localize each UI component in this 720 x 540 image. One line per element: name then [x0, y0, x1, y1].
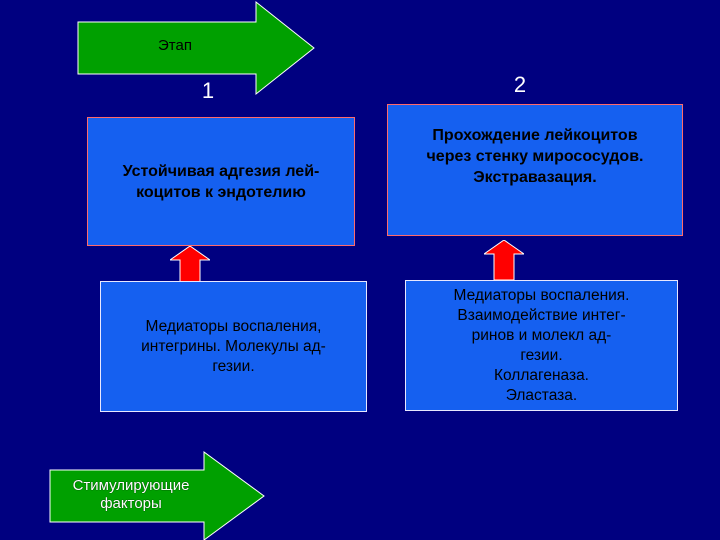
up-arrow-2: [484, 240, 524, 280]
stimulating-factors-arrow: [49, 451, 265, 540]
stage-1-process-box: Устойчивая адгезия лей- коцитов к эндоте…: [87, 117, 355, 246]
stage-2-process-box: Прохождение лейкоцитов через стенку миpо…: [387, 104, 683, 236]
stage-2-mediators-box: Медиаторы воспаления. Взаимодействие инт…: [405, 280, 678, 411]
stage-1-mediators-box: Медиаторы воспаления, интегрины. Молекул…: [100, 281, 367, 412]
stage-number-1: 1: [201, 78, 215, 103]
up-arrow-1: [170, 246, 210, 286]
stage-arrow-label: Этап: [158, 37, 192, 54]
stage-2-mediators-text: Медиаторы воспаления. Взаимодействие инт…: [453, 286, 630, 404]
stage-arrow: [77, 0, 315, 96]
stage-number-2: 2: [513, 72, 527, 97]
stimulating-factors-label: Стимулирующие факторы: [72, 477, 190, 512]
stage-2-process-text: Прохождение лейкоцитов через стенку миpо…: [426, 127, 644, 186]
stage-1-mediators-text: Медиаторы воспаления, интегрины. Молекул…: [141, 317, 326, 375]
stage-1-process-text: Устойчивая адгезия лей- коцитов к эндоте…: [122, 162, 320, 201]
